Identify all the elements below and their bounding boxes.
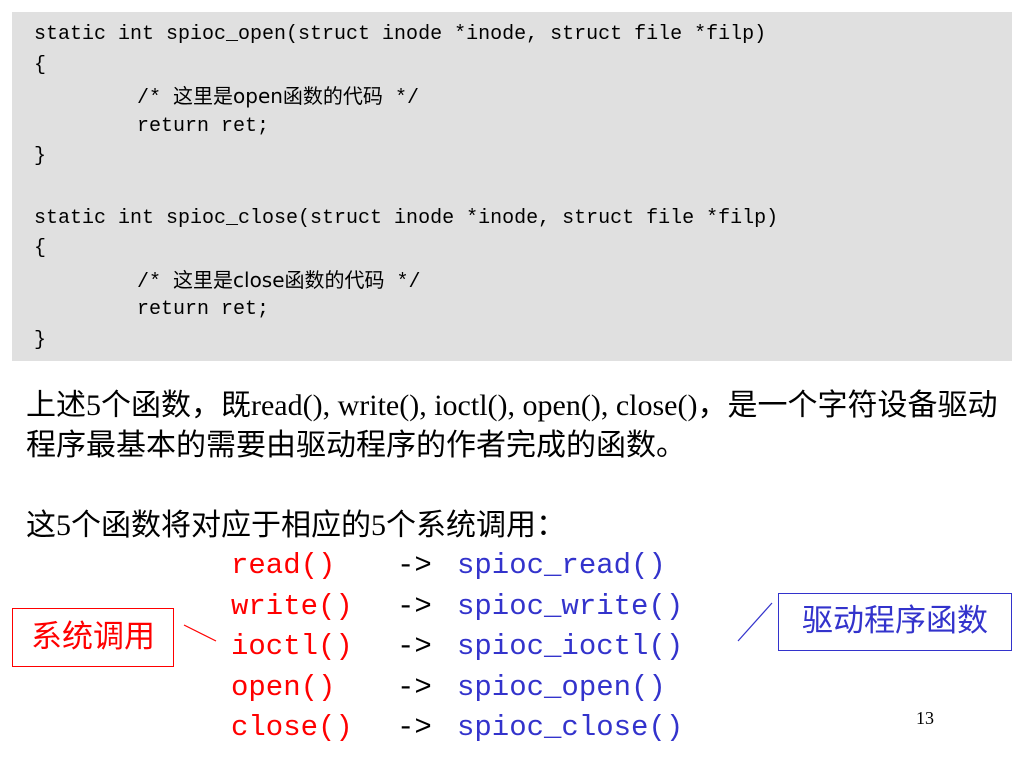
arrow: -> (397, 630, 432, 663)
driver-function: spioc_read() (457, 549, 666, 582)
arrow: -> (397, 549, 432, 582)
mapping-row-open: open() -> spioc_open() (231, 668, 683, 709)
mapping-row-ioctl: ioctl() -> spioc_ioctl() (231, 627, 683, 668)
code-close-close-brace: } (34, 328, 47, 352)
code-close-signature: static int spioc_close(struct inode *ino… (34, 206, 779, 230)
driver-leader-line (737, 602, 773, 642)
mapping-row-close: close() -> spioc_close() (231, 708, 683, 749)
description-paragraph: 上述5个函数，既read(), write(), ioctl(), open()… (26, 389, 998, 462)
comment-start: /* (137, 87, 174, 111)
arrow: -> (397, 670, 432, 704)
code-close-comment: /* 这里是close函数的代码 */ (34, 265, 1012, 296)
comment-end: */ (384, 270, 421, 294)
code-block: static int spioc_open(struct inode *inod… (12, 12, 1012, 361)
syscall-mapping-list: read() -> spioc_read() write() -> spioc_writ… (231, 546, 683, 749)
code-blank-line (34, 173, 1012, 204)
arrow: -> (397, 589, 432, 623)
driver-function: spioc_open() (457, 670, 666, 704)
syscall-name: read() (231, 549, 336, 582)
code-close-brace: { (34, 237, 47, 261)
mapping-row-read: read() -> spioc_read() (231, 546, 683, 587)
mapping-intro: 这5个函数将对应于相应的5个系统调用： (26, 509, 566, 542)
driver-function: spioc_close() (457, 711, 684, 744)
comment-start: /* (137, 270, 174, 294)
comment-text: 这里是close函数的代码 (173, 267, 385, 292)
syscall-name: ioctl() (231, 630, 353, 663)
syscall-name: write() (231, 589, 353, 623)
syscall-leader-line (183, 624, 217, 642)
driver-function: spioc_ioctl() (457, 630, 684, 663)
code-open-comment: /* 这里是open函数的代码 */ (34, 81, 1012, 112)
code-open-return: return ret; (137, 114, 270, 138)
code-open-close-brace: } (34, 145, 47, 169)
driver-function: spioc_write() (457, 589, 684, 623)
syscall-name: close() (231, 711, 353, 744)
syscall-label: 系统调用 (12, 608, 174, 667)
comment-end: */ (382, 87, 419, 111)
code-open-signature: static int spioc_open(struct inode *inod… (34, 23, 767, 46)
arrow: -> (397, 711, 432, 744)
driver-function-label: 驱动程序函数 (778, 593, 1012, 651)
code-close-return: return ret; (137, 298, 270, 322)
comment-text: 这里是open函数的代码 (173, 84, 383, 109)
syscall-name: open() (231, 670, 336, 704)
code-open-brace: { (34, 53, 47, 77)
page-number: 13 (916, 708, 934, 728)
mapping-row-write: write() -> spioc_write() (231, 587, 683, 628)
